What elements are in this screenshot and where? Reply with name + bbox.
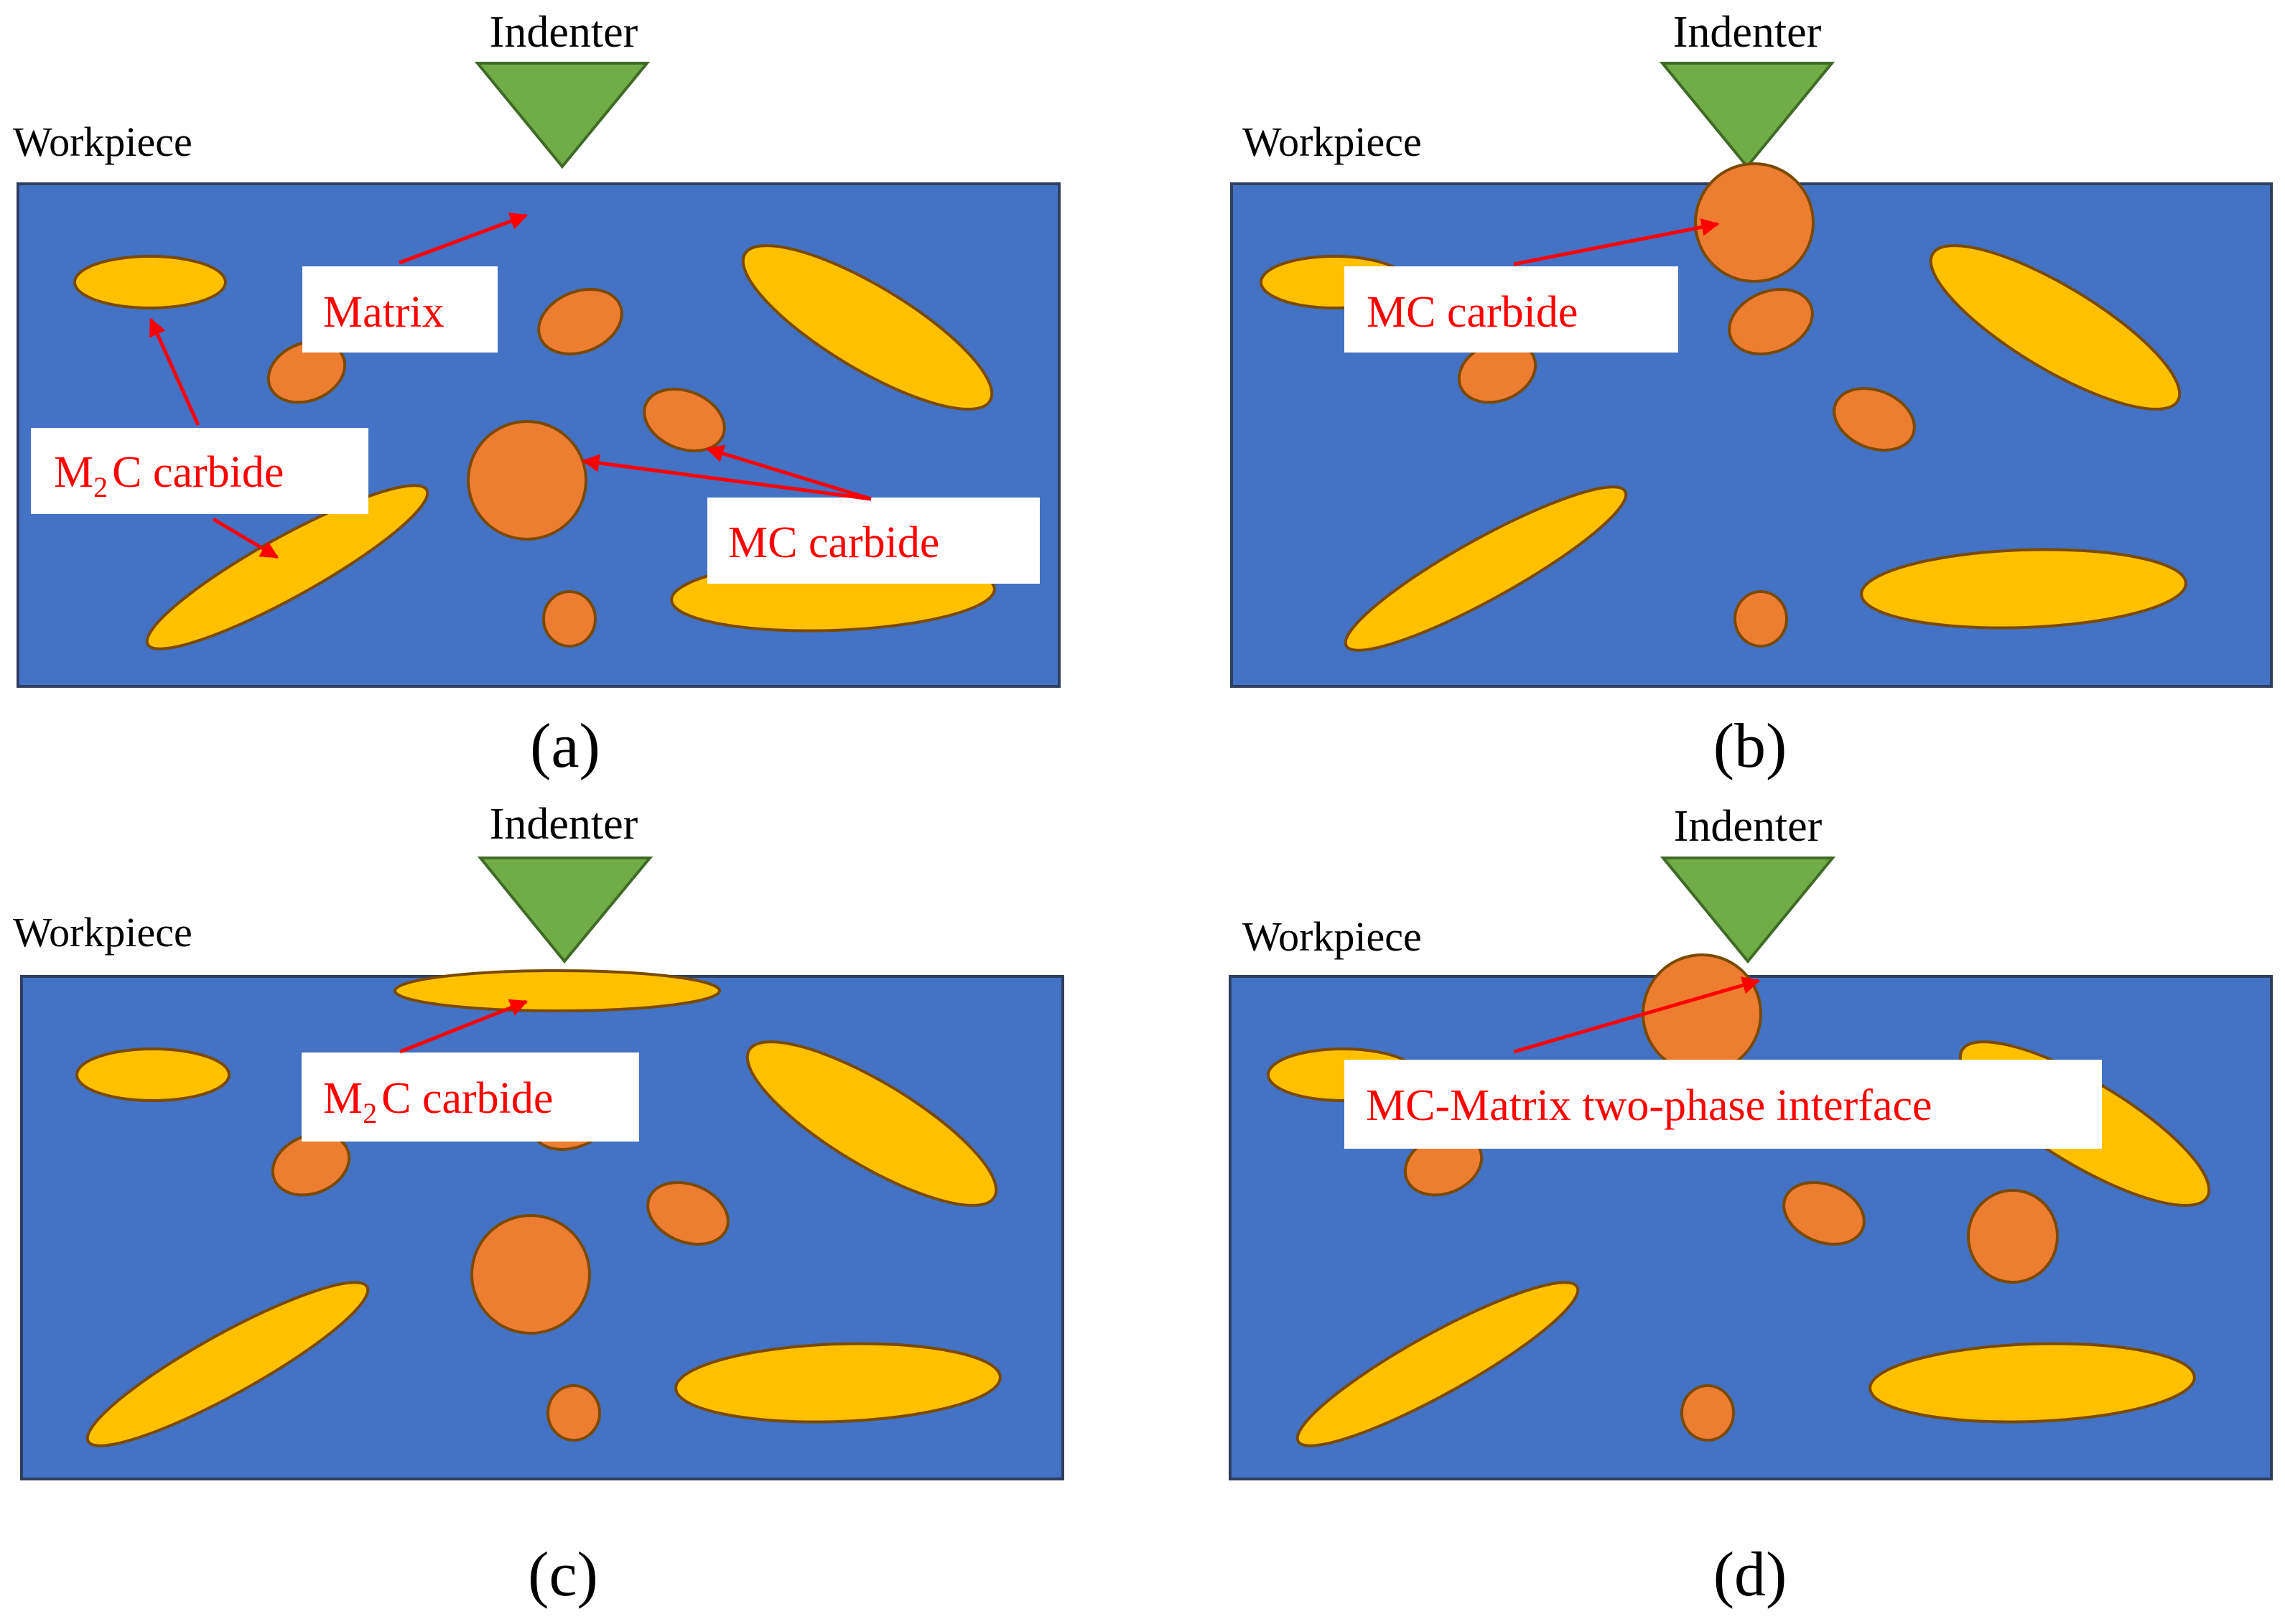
m2c-carbide-particle: [1860, 548, 2187, 630]
m2c-carbide-particle: [73, 255, 227, 309]
callout-matrix: Matrix: [323, 288, 445, 337]
mc-carbide-particle: [1642, 953, 1762, 1074]
workpiece-label-b: Workpiece: [1242, 118, 1422, 165]
mc-carbide-particle: [266, 340, 347, 404]
indenter-c: [477, 857, 653, 964]
callout-m2c-sub: 2: [93, 471, 108, 503]
m2c-carbide-particle: [741, 244, 994, 411]
mc-carbide-particle: [643, 388, 726, 452]
arrow-mc-2: [705, 444, 872, 501]
callout-box-m2c: [302, 1053, 639, 1142]
callout-mc: MC carbide: [728, 518, 939, 567]
callout-m2c-rest: C carbide: [112, 448, 284, 497]
callout-m2c-sub: 2: [363, 1097, 377, 1129]
callout-mc: MC carbide: [1367, 288, 1578, 337]
indenter-label-c: Indenter: [490, 800, 638, 849]
arrow-m2c-2: [212, 517, 279, 559]
caption-d: (d): [1713, 1540, 1787, 1610]
arrow-mc-1: [581, 454, 872, 501]
m2c-carbide-particle: [1344, 485, 1628, 652]
m2c-carbide-particle: [75, 1047, 231, 1102]
arrow-interface: [1513, 976, 1761, 1054]
callout-box-m2c: [31, 428, 368, 514]
mc-carbide-particle: [1782, 1181, 1866, 1246]
workpiece-label-c: Workpiece: [13, 909, 192, 956]
callout-box-mc: [1344, 266, 1678, 353]
mc-carbide-particle: [1680, 1384, 1735, 1442]
mc-carbide-particle: [546, 1384, 601, 1442]
callout-box-interface: [1344, 1060, 2102, 1149]
callout-m2c-main: M: [54, 448, 93, 497]
caption-b: (b): [1713, 711, 1787, 781]
mc-carbide-particle: [271, 1132, 351, 1197]
mc-carbide-particle: [467, 420, 587, 541]
panel-a: Indenter Workpiece Matrix M2C carbide MC…: [13, 8, 1061, 781]
caption-c: (c): [528, 1540, 598, 1610]
panel-c: Indenter Workpiece M2C carbide (c): [13, 800, 1064, 1610]
callout-interface: MC-Matrix two-phase interface: [1366, 1081, 1932, 1130]
workpiece-label-a: Workpiece: [13, 118, 192, 165]
m2c-carbide-particle: [1929, 244, 2182, 411]
arrow-m2c-1: [149, 317, 200, 426]
callout-box-mc: [707, 498, 1040, 584]
m2c-carbide-particle: [745, 1040, 998, 1207]
arrow-matrix: [399, 213, 529, 265]
arrow-m2c: [399, 999, 529, 1054]
indenter-label-d: Indenter: [1674, 802, 1823, 851]
mc-carbide-particle: [542, 590, 597, 648]
mc-carbide-particle: [646, 1181, 730, 1246]
callout-box-matrix: [302, 266, 498, 353]
callout-m2c: M2C carbide: [323, 1074, 553, 1129]
mc-carbide-particle: [1833, 387, 1916, 452]
indenter-d: [1660, 857, 1836, 964]
m2c-carbide-particle: [85, 1281, 370, 1447]
indenter-b: [1659, 62, 1835, 169]
workpiece-label-d: Workpiece: [1242, 913, 1422, 960]
indenter-a: [474, 62, 651, 169]
indenter-label-b: Indenter: [1673, 8, 1822, 57]
mc-carbide-particle: [1728, 288, 1814, 355]
mc-carbide-particle: [1733, 590, 1788, 648]
arrow-mc: [1513, 218, 1720, 266]
mc-carbide-particle: [470, 1214, 591, 1335]
m2c-carbide-particle: [394, 969, 721, 1012]
m2c-carbide-particle: [1869, 1342, 2196, 1424]
callout-m2c-main: M: [323, 1074, 363, 1123]
callout-m2c-rest: C carbide: [381, 1074, 553, 1123]
caption-a: (a): [530, 711, 600, 781]
mc-carbide-particle: [537, 288, 623, 355]
mc-carbide-particle: [1694, 162, 1815, 283]
callout-m2c: M2C carbide: [54, 448, 284, 503]
indenter-label-a: Indenter: [490, 8, 638, 57]
mc-carbide-particle: [1967, 1189, 2059, 1284]
m2c-carbide-particle: [674, 1342, 1002, 1424]
m2c-carbide-particle: [145, 484, 429, 650]
panel-d: Indenter Workpiece MC-Matrix two-phase i…: [1229, 802, 2273, 1610]
m2c-carbide-particle: [1295, 1281, 1580, 1447]
panel-b: Indenter Workpiece MC carbide (b): [1230, 8, 2273, 781]
